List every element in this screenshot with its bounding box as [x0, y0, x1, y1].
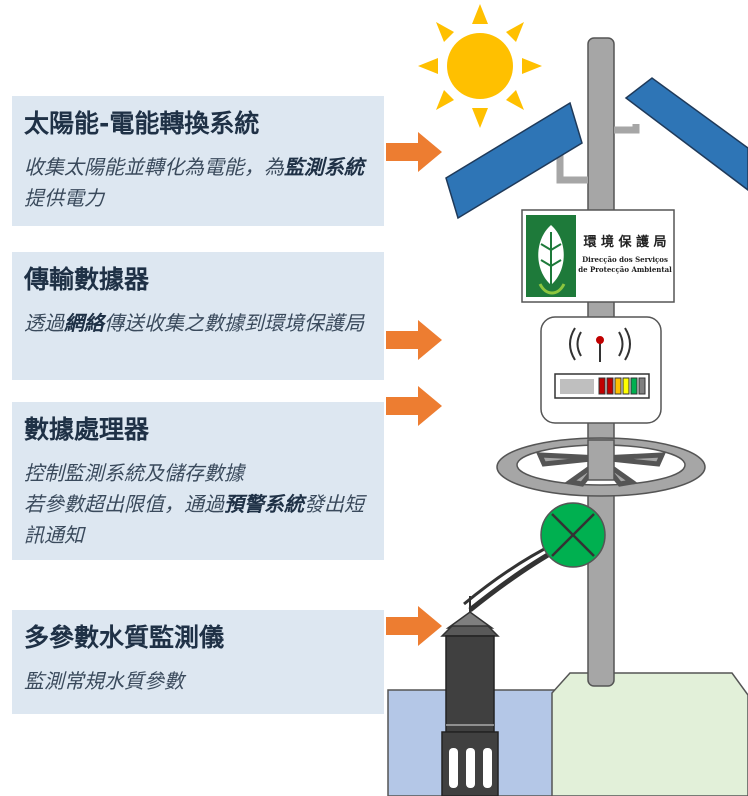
grass-area: [551, 672, 748, 796]
section-title: 太陽能-電能轉換系統: [24, 109, 260, 138]
arrow-processor: [386, 386, 442, 426]
panel-data-processor: 數據處理器 控制監測系統及儲存數據若參數超出限值，通過預警系統發出短訊通知: [12, 402, 384, 560]
section-desc: 監測常規水質參數: [24, 666, 376, 697]
cable-reel: [496, 437, 706, 497]
desc-text: 透過: [24, 311, 64, 335]
desc-emphasis: 預警系統: [224, 492, 304, 516]
display-screen: [560, 379, 594, 394]
sign-portuguese-1: Direcção dos Serviços: [582, 255, 668, 264]
section-title: 數據處理器: [24, 415, 150, 444]
section-desc: 控制監測系統及儲存數據若參數超出限值，通過預警系統發出短訊通知: [24, 458, 376, 551]
antenna-signal-icon: [569, 327, 631, 362]
section-desc: 收集太陽能並轉化為電能，為監測系統提供電力: [24, 152, 376, 214]
section-desc: 透過網絡傳送收集之數據到環境保護局: [24, 308, 376, 339]
panel-solar-conversion: 太陽能-電能轉換系統 收集太陽能並轉化為電能，為監測系統提供電力: [12, 96, 384, 226]
desc-text: 控制監測系統及儲存數據: [24, 461, 244, 485]
arrow-solar: [386, 132, 442, 172]
panel-water-quality-monitor: 多參數水質監測儀 監測常規水質參數: [12, 610, 384, 714]
valve-icon: [540, 502, 606, 568]
arrow-monitor: [386, 606, 442, 646]
panel-data-transmitter: 傳輸數據器 透過網絡傳送收集之數據到環境保護局: [12, 252, 384, 380]
solar-panel-icon: [624, 77, 748, 191]
section-title: 多參數水質監測儀: [24, 623, 225, 652]
sign-chinese: 環 境 保 護 局: [583, 234, 666, 250]
desc-text: 提供電力: [24, 186, 104, 210]
desc-text: 收集太陽能並轉化為電能，為: [24, 155, 284, 179]
indicator-lights: [598, 377, 646, 395]
sun-icon: [418, 4, 542, 128]
logo-leaf-icon: [526, 215, 576, 297]
right-bracket: [614, 124, 640, 134]
desc-text: 監測常規水質參數: [24, 669, 184, 693]
arrow-transmitter: [386, 320, 442, 360]
desc-emphasis: 監測系統: [284, 155, 364, 179]
desc-text: 傳送收集之數據到環境保護局: [104, 311, 364, 335]
sign-portuguese-2: de Protecção Ambiental: [578, 265, 672, 274]
solar-panel-icon: [445, 101, 583, 220]
epa-sign: 環 境 保 護 局 Direcção dos Serviços de Prote…: [521, 209, 675, 303]
desc-text: 若參數超出限值，通過: [24, 492, 224, 516]
probe-icon: [440, 596, 500, 796]
desc-emphasis: 網絡: [64, 311, 104, 335]
data-box: [540, 316, 662, 424]
desc-text: 發出短訊通知: [24, 492, 364, 547]
section-title: 傳輸數據器: [24, 265, 150, 294]
